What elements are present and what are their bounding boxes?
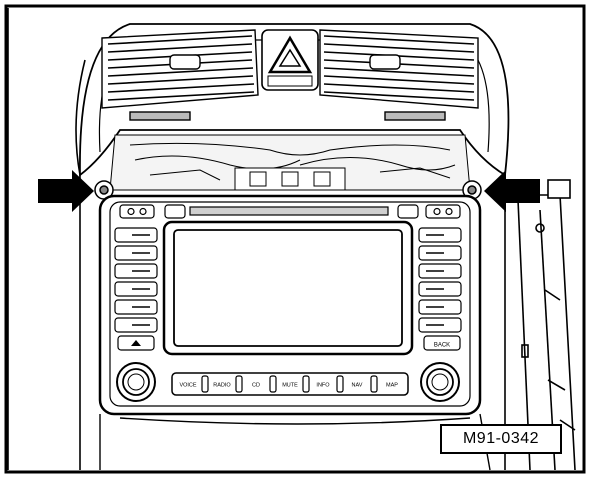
voice-button-label: VOICE bbox=[179, 383, 196, 389]
mute-button-label: MUTE bbox=[282, 383, 298, 389]
left-air-vent bbox=[101, 29, 259, 121]
radio-cavity-wiring bbox=[109, 134, 471, 191]
arrow-left-icon bbox=[484, 170, 540, 212]
hazard-triangle-icon bbox=[261, 29, 319, 91]
right-tuning-knob bbox=[420, 362, 460, 402]
radio-button-label: RADIO bbox=[213, 383, 231, 389]
map-button-label: MAP bbox=[386, 383, 398, 389]
left-volume-knob bbox=[116, 362, 156, 402]
right-air-vent bbox=[319, 29, 479, 121]
info-button-label: INFO bbox=[316, 383, 330, 389]
left-eject-button bbox=[117, 335, 155, 351]
display-screen bbox=[162, 220, 414, 356]
right-softkeys bbox=[418, 227, 462, 333]
arrow-right-icon bbox=[38, 170, 94, 212]
cd-button-label: CD bbox=[252, 383, 260, 389]
right-mounting-screw bbox=[462, 180, 482, 200]
function-buttons-row: VOICE RADIO CD MUTE INFO NAV MAP bbox=[171, 372, 409, 396]
left-softkeys bbox=[114, 227, 158, 333]
back-button: BACK bbox=[423, 335, 461, 351]
figure-reference-code: M91-0342 bbox=[440, 424, 562, 454]
left-mounting-screw bbox=[94, 180, 114, 200]
back-button-label: BACK bbox=[434, 343, 450, 349]
nav-button-label: NAV bbox=[352, 383, 363, 389]
dashboard-left-panel bbox=[7, 8, 86, 470]
faceplate-top-strip bbox=[119, 204, 461, 219]
